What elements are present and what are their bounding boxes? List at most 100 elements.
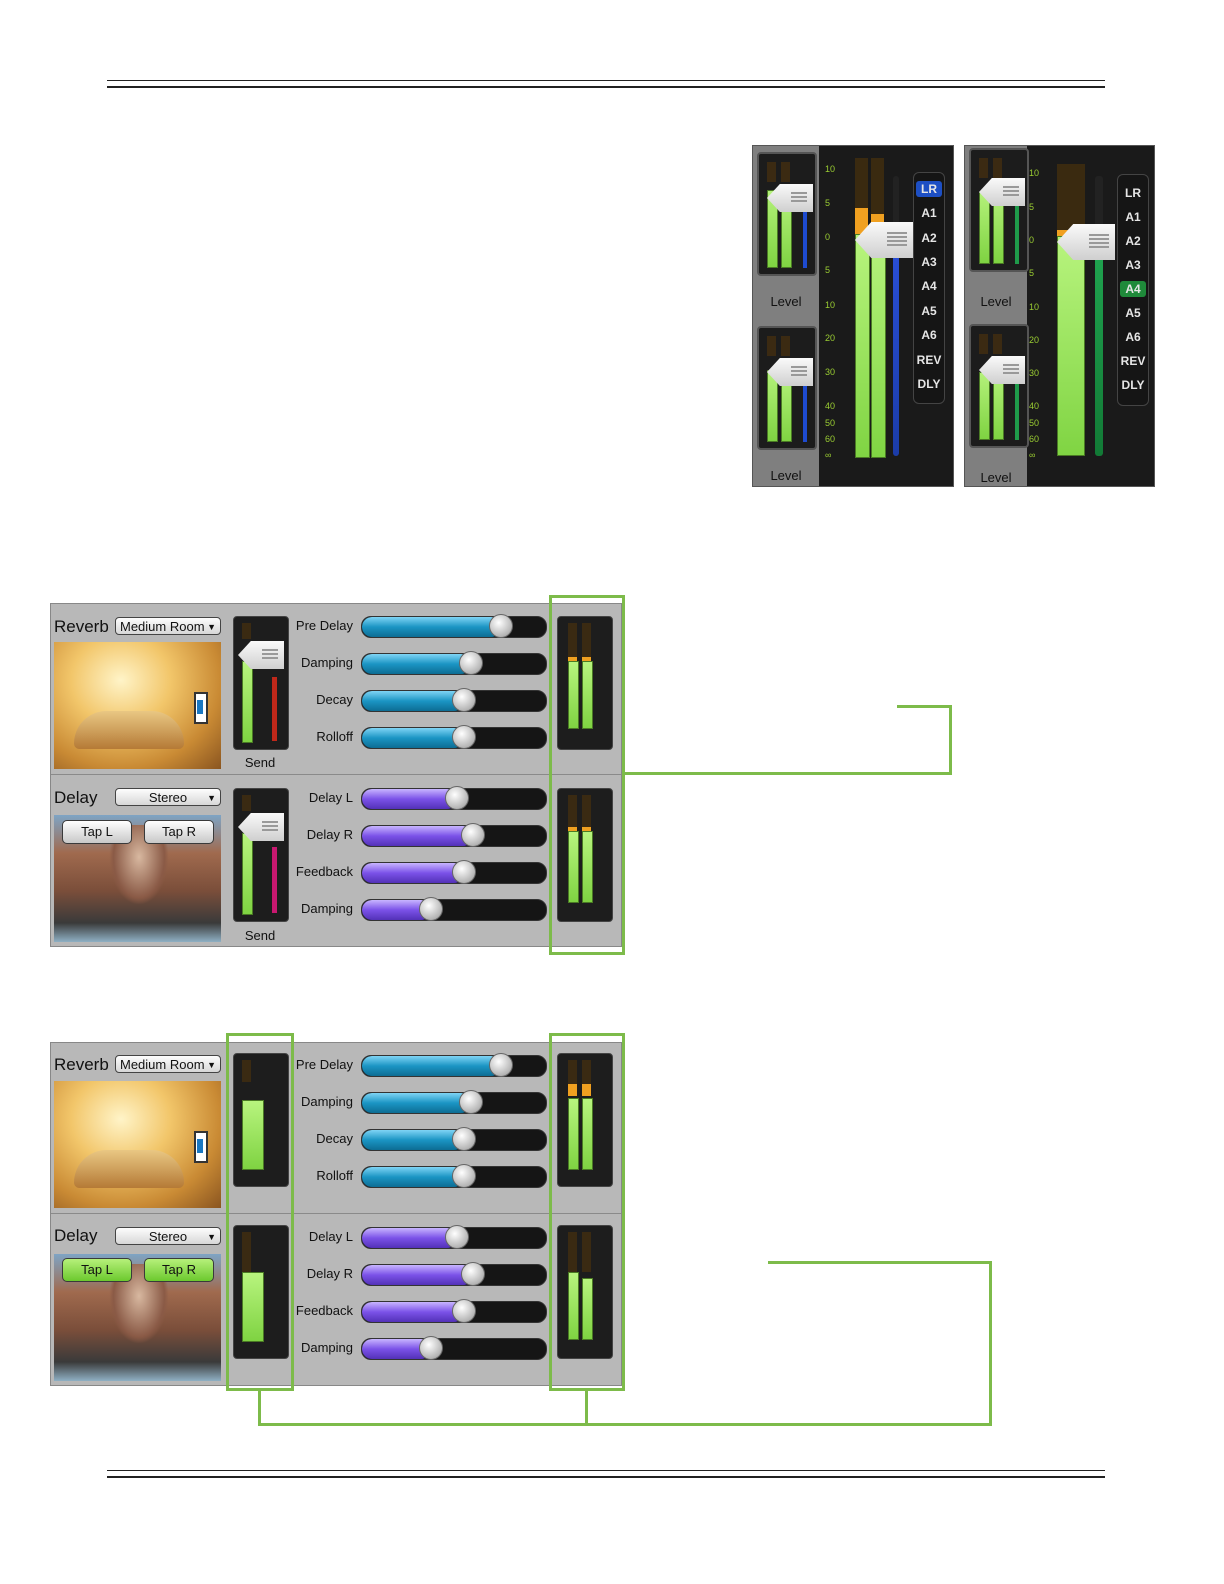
bus-a4[interactable]: A4 [1120,281,1146,297]
delay-param-label: Delay R [306,827,353,842]
tap-right-button[interactable]: Tap R [144,820,214,844]
delay-title: Delay [54,788,98,807]
bus-a6[interactable]: A6 [1125,330,1141,344]
delay-damping-slider[interactable] [361,899,547,921]
callout-line [949,705,952,775]
reverb-room-image [54,1081,221,1208]
reverb-param-label: Pre Delay [295,618,353,633]
slider-fill [362,789,457,809]
bus-rev[interactable]: REV [916,353,942,367]
reverb-preset-value: Medium Room [120,619,205,634]
level-meter-top [969,148,1029,272]
level-meter-top [757,152,817,276]
bus-a4[interactable]: A4 [921,279,937,293]
bus-a1[interactable]: A1 [921,206,937,220]
slider-fill [362,617,501,637]
bus-a6[interactable]: A6 [921,328,937,342]
slider-thumb[interactable] [452,1127,476,1151]
level-label: Level [980,294,1012,309]
reverb-param-label: Damping [300,655,353,670]
scale-tick: 5 [825,265,831,275]
bus-dly[interactable]: DLY [917,377,941,391]
bus-lr[interactable]: LR [1125,186,1141,200]
chevron-down-icon: ▼ [207,1060,216,1070]
slider-thumb[interactable] [444,1225,469,1249]
scale-tick: 10 [825,164,836,174]
main-meter-right [871,234,886,458]
delay-param-label: Delay L [308,790,353,805]
slider-thumb[interactable] [418,1336,443,1360]
scale-tick: 5 [1029,268,1035,278]
reverb-pre-delay-slider[interactable] [361,616,547,638]
delay-send-label: Send [244,928,276,943]
bus-dly[interactable]: DLY [1121,378,1145,392]
bus-a3[interactable]: A3 [1125,258,1141,272]
reverb-param-label: Decay [316,1131,353,1146]
scale-tick: 30 [825,367,836,377]
scale-tick: 50 [1029,418,1040,428]
slider-thumb[interactable] [452,860,476,884]
scale-tick: 50 [825,418,836,428]
delay-preset-select[interactable]: Stereo ▼ [115,788,221,806]
reverb-preset-select[interactable]: Medium Room ▼ [115,1055,221,1073]
bus-rev[interactable]: REV [1120,354,1146,368]
tap-left-button[interactable]: Tap L [62,1258,132,1282]
tap-left-button[interactable]: Tap L [62,820,132,844]
delay-param-label: Delay R [306,1266,353,1281]
reverb-preset-select[interactable]: Medium Room ▼ [115,617,221,635]
tap-right-button[interactable]: Tap R [144,1258,214,1282]
bus-a5[interactable]: A5 [1125,306,1141,320]
delay-preset-select[interactable]: Stereo ▼ [115,1227,221,1245]
bus-lr[interactable]: LR [916,181,942,197]
slider-thumb[interactable] [488,1053,513,1077]
delay-return-meter [557,1225,613,1359]
bus-a3[interactable]: A3 [921,255,937,269]
slider-thumb[interactable] [418,897,443,921]
slider-fill [362,863,464,883]
header-rule-thick [107,86,1105,88]
db-scale: 10 5 0 5 10 20 30 40 50 60 ∞ [1029,168,1053,468]
scale-tick: 30 [1029,368,1040,378]
slider-fill [362,1167,464,1187]
bus-a1[interactable]: A1 [1125,210,1141,224]
reverb-return-meter [557,616,613,750]
reverb-damping-slider[interactable] [361,653,547,675]
reverb-pre-delay-slider[interactable] [361,1055,547,1077]
meter-bar [568,831,579,903]
meter-bar [242,833,253,915]
delay-param-label: Feedback [295,1303,353,1318]
meter-bar [568,1098,579,1170]
slider-thumb[interactable] [452,1299,476,1323]
mixer-panel-a4: Level Level 10 5 0 5 10 20 30 40 50 60 ∞… [964,145,1155,487]
slider-thumb[interactable] [452,1164,476,1188]
meter-bar [582,1098,593,1170]
reverb-param-label: Rolloff [316,1168,353,1183]
slider-thumb[interactable] [461,1262,486,1286]
delay-r-slider[interactable] [361,825,547,847]
delay-preset-value: Stereo [148,790,188,805]
slider-fill [362,1265,474,1285]
delay-damping-slider[interactable] [361,1338,547,1360]
meter-bar [242,661,253,743]
slider-thumb[interactable] [444,786,469,810]
delay-input-meter [233,1225,289,1359]
bus-a5[interactable]: A5 [921,304,937,318]
scale-tick: 40 [1029,401,1040,411]
slider-thumb[interactable] [452,725,476,749]
slider-thumb[interactable] [459,1090,484,1114]
slider-fill [362,1339,431,1359]
delay-r-slider[interactable] [361,1264,547,1286]
slider-fill [362,1302,464,1322]
level-meter-bottom [969,324,1029,448]
slider-thumb[interactable] [461,823,486,847]
delay-param-label: Delay L [308,1229,353,1244]
scale-tick: 10 [825,300,836,310]
bus-a2[interactable]: A2 [921,231,937,245]
bus-a2[interactable]: A2 [1125,234,1141,248]
slider-thumb[interactable] [488,614,513,638]
bus-selector: LR A1 A2 A3 A4 A5 A6 REV DLY [913,172,945,404]
reverb-damping-slider[interactable] [361,1092,547,1114]
slider-thumb[interactable] [459,651,484,675]
slider-thumb[interactable] [452,688,476,712]
reverb-send-meter [233,616,289,750]
